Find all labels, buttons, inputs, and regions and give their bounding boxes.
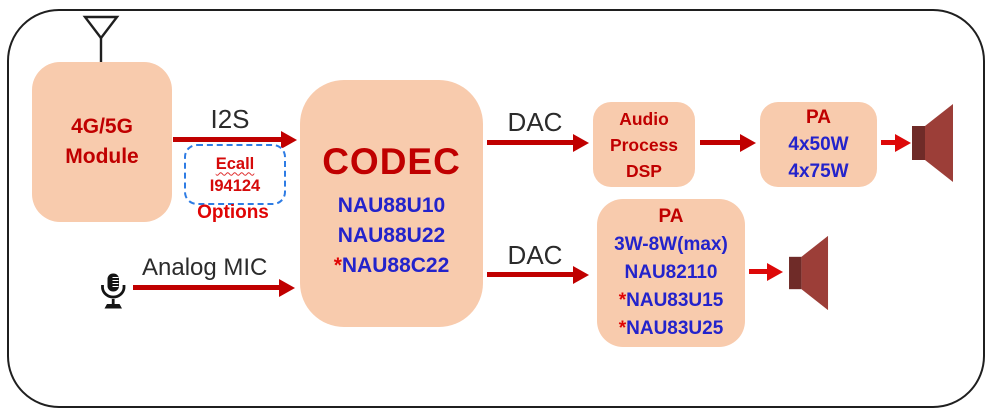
codec-block: CODEC NAU88U10 NAU88U22 *NAU88C22 xyxy=(300,80,483,327)
dac-top-arrow xyxy=(487,133,589,152)
codec-part: *NAU88C22 xyxy=(334,251,450,281)
pa-top-to-speaker-arrow xyxy=(881,133,911,152)
codec-part-name: NAU88U22 xyxy=(337,223,446,247)
module-4g5g-block: 4G/5G Module xyxy=(32,62,172,222)
codec-part: NAU88U10 xyxy=(338,191,445,221)
analog-mic-label: Analog MIC xyxy=(142,254,268,281)
audio-dsp-block: Audio Process DSP xyxy=(593,102,695,187)
module-4g5g-line2: Module xyxy=(65,145,139,168)
options-label: Options xyxy=(197,202,269,223)
codec-part-star: * xyxy=(333,253,342,277)
speaker-icon-top xyxy=(912,104,953,182)
codec-title: CODEC xyxy=(322,140,461,182)
pa-top-title: PA xyxy=(806,107,831,128)
codec-part-name: NAU88U10 xyxy=(337,193,446,217)
pa-bottom-line4-name: NAU83U25 xyxy=(626,318,724,339)
dsp-line2: Process xyxy=(609,134,679,155)
antenna-icon xyxy=(82,15,120,65)
dsp-line1: Audio xyxy=(619,108,669,129)
i2s-bus-label: I2S xyxy=(210,104,250,134)
dsp-line3: DSP xyxy=(626,160,662,181)
pa-bottom-line4: *NAU83U25 xyxy=(619,315,724,343)
diagram-frame xyxy=(7,9,985,408)
pa-bottom-line3-star: * xyxy=(618,290,627,311)
pa-bottom-line2: NAU82110 xyxy=(624,262,718,283)
pa-bottom-line4-star: * xyxy=(618,318,627,339)
i2s-arrow xyxy=(173,130,297,149)
module-4g5g-line1: 4G/5G xyxy=(71,115,133,138)
pa-bottom-line1: 3W-8W(max) xyxy=(614,234,728,255)
dsp-to-pa-arrow xyxy=(700,133,756,152)
ecall-line2: I94124 xyxy=(209,176,261,195)
ecall-line1: Ecall xyxy=(215,154,255,173)
analog-mic-arrow xyxy=(133,278,295,297)
pa-bottom-to-speaker-arrow xyxy=(749,262,783,281)
pa-bottom-title: PA xyxy=(658,206,684,227)
pa-top-line2: 4x75W xyxy=(788,161,849,182)
speaker-icon-bottom xyxy=(789,235,829,311)
ecall-option-box: Ecall I94124 xyxy=(184,144,286,205)
pa-bottom-block: PA 3W-8W(max) NAU82110 *NAU83U15 *NAU83U… xyxy=(597,199,745,347)
microphone-icon xyxy=(101,273,126,309)
pa-bottom-line3-name: NAU83U15 xyxy=(626,290,724,311)
codec-part: NAU88U22 xyxy=(338,221,445,251)
pa-top-block: PA 4x50W 4x75W xyxy=(760,102,877,187)
dac-bottom-label: DAC xyxy=(507,240,563,270)
dac-bottom-arrow xyxy=(487,265,589,284)
pa-top-line1: 4x50W xyxy=(788,134,849,155)
dac-top-label: DAC xyxy=(507,107,563,137)
codec-part-name: NAU88C22 xyxy=(341,253,450,277)
pa-bottom-line3: *NAU83U15 xyxy=(619,287,724,315)
